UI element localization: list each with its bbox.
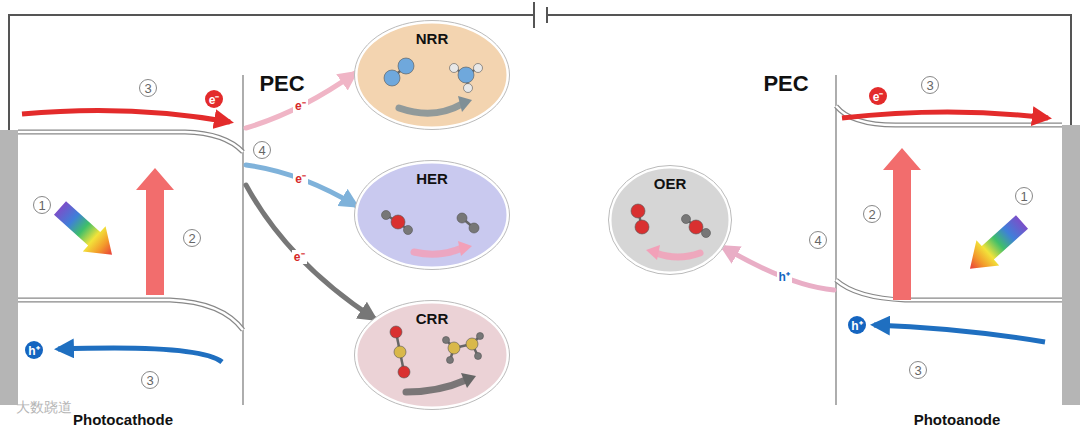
reaction-name: OER	[654, 175, 687, 192]
reaction-name: HER	[416, 170, 448, 187]
cell-label: PEC	[251, 71, 313, 97]
electrode-region: Photocathode	[0, 128, 246, 430]
hole-symbol: h⁺	[25, 341, 43, 359]
reaction-ellipse: NRR	[354, 20, 510, 130]
reaction-ellipse: CRR	[354, 300, 510, 410]
reaction-name: NRR	[416, 30, 449, 47]
carrier-label: e⁻	[293, 99, 308, 113]
callout-number: 3	[139, 79, 157, 97]
cell-label: PEC	[755, 71, 817, 97]
reaction-ellipse: HER	[354, 160, 510, 270]
transfer-arrow	[246, 165, 356, 206]
hole-symbol: h⁺	[848, 316, 866, 334]
electrode-name: Photocathode	[73, 411, 173, 428]
electrode-region: Photoanode	[834, 125, 1080, 430]
carrier-label: e⁻	[293, 172, 308, 186]
callout-number: 4	[809, 231, 827, 249]
watermark: 大数跷道	[4, 399, 84, 417]
transfer-arrow	[723, 247, 834, 290]
callout-number: 4	[253, 141, 271, 159]
callout-number: 1	[33, 196, 51, 214]
reaction-name: CRR	[416, 310, 449, 327]
callout-number: 3	[921, 76, 939, 94]
callout-number: 2	[183, 229, 201, 247]
carrier-label: e⁻	[292, 250, 307, 264]
electron-symbol: e⁻	[205, 90, 223, 108]
electrode-name: Photoanode	[914, 411, 1001, 428]
callout-number: 1	[1015, 187, 1033, 205]
callout-number: 3	[909, 361, 927, 379]
carrier-label: h⁺	[777, 270, 792, 284]
electron-symbol: e⁻	[869, 87, 887, 105]
reaction-ellipse: OER	[608, 165, 732, 275]
callout-number: 3	[141, 371, 159, 389]
callout-number: 2	[863, 205, 881, 223]
